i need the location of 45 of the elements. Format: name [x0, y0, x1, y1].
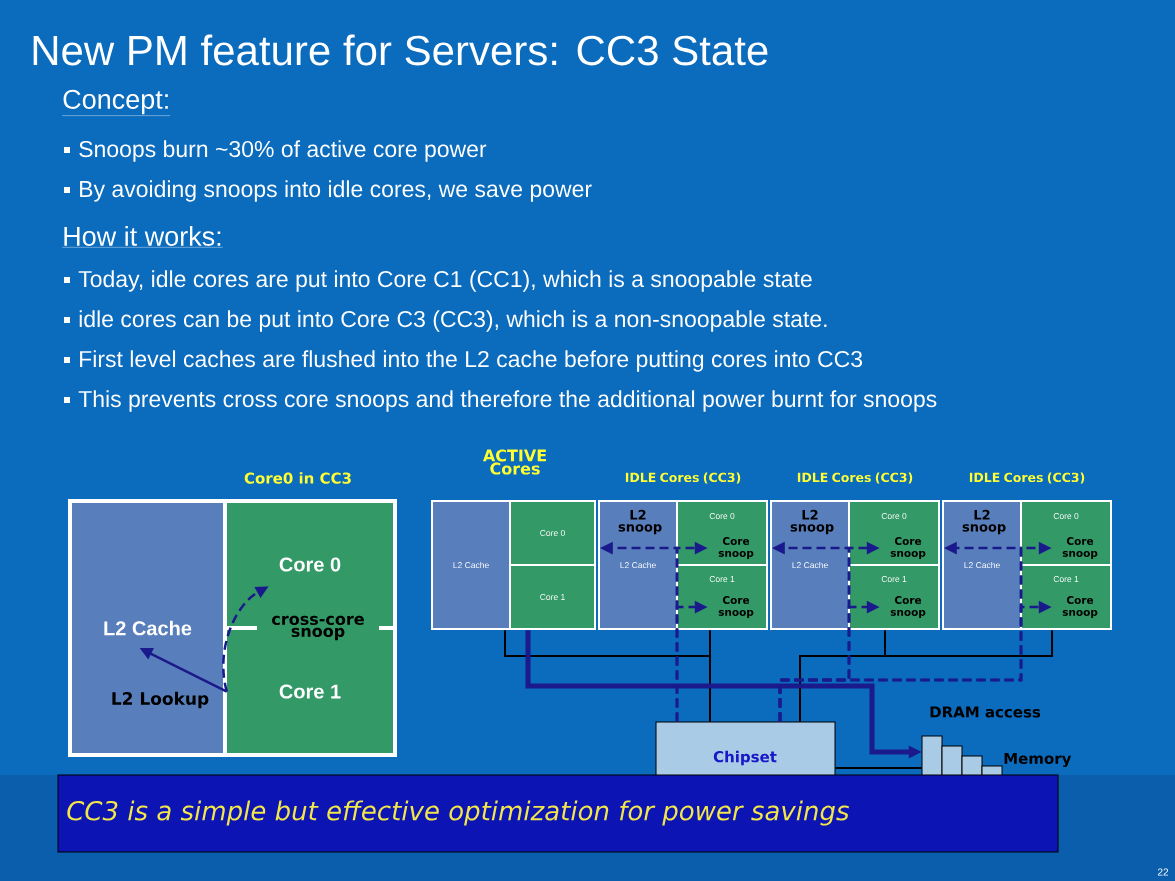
edge-label: cross-core snoop [257, 614, 379, 642]
connector-line [709, 629, 711, 723]
edge-label: DRAM access [930, 706, 1041, 718]
core-block: Core 0 [511, 502, 594, 564]
page-number: 22 [1157, 868, 1169, 876]
bullet-text: This prevents cross core snoops and therefore the additional power burnt for snoops [78, 390, 937, 412]
section-heading: How it works: [62, 226, 223, 248]
group-heading: ACTIVE Cores [482, 449, 546, 475]
node-label: Core 1 [881, 576, 907, 583]
edge-label: Core snoop [718, 537, 754, 559]
bullet-text: First level caches are flushed into the L2 cache before putting cores into CC3 [80, 350, 863, 372]
connector-line [799, 629, 1053, 723]
edge-label: Core snoop [890, 537, 926, 559]
core-block: Core 1 [511, 566, 594, 628]
edge-label: Core snoop [890, 596, 926, 618]
group-heading: IDLE Cores (CC3) [797, 472, 913, 484]
bullet-text: idle cores can be put into Core C3 (CC3), which is a non-snoopable state. [79, 310, 827, 332]
bullet-text: Snoops burn ~30% of active core power [79, 140, 487, 162]
node-label: Core 0 [709, 513, 735, 520]
group-heading: IDLE Cores (CC3) [969, 472, 1085, 484]
section-heading: Concept: [62, 89, 171, 116]
edge-label: L2 snoop [618, 509, 662, 535]
node-label: Core 1 [279, 684, 341, 699]
node-label: Core 1 [540, 594, 565, 601]
bullet-text: By avoiding snoops into idle cores, we save power [80, 180, 592, 202]
edge-label: Core snoop [1062, 596, 1098, 618]
edge-label: L2 Lookup [112, 691, 209, 709]
node-label: Core 0 [279, 557, 341, 572]
node-label: Memory [1004, 752, 1072, 768]
node-label: Core 0 [881, 513, 907, 520]
group-heading: Core0 in CC3 [244, 472, 351, 484]
edge-label: Core snoop [718, 596, 754, 618]
node-label: Core 0 [540, 530, 565, 537]
edge-label: L2 snoop [790, 509, 834, 535]
bullet-text: Today, idle cores are put into Core C1 (CC1), which is a snoopable state [78, 270, 812, 292]
edge-label: Core snoop [1062, 537, 1098, 559]
node-label: Core 0 [1053, 513, 1079, 520]
connector-line [834, 767, 923, 769]
node-label: Core 1 [1053, 576, 1079, 583]
banner: CC3 is a simple but effective optimization for power savings [57, 774, 1059, 853]
group-heading: IDLE Cores (CC3) [625, 472, 741, 484]
edge-label: L2 snoop [962, 509, 1006, 535]
cache-block: L2 Cache [433, 502, 509, 628]
slide-title: New PM feature for Servers: CC3 State [33, 34, 768, 66]
node-label: Core 1 [709, 576, 735, 583]
